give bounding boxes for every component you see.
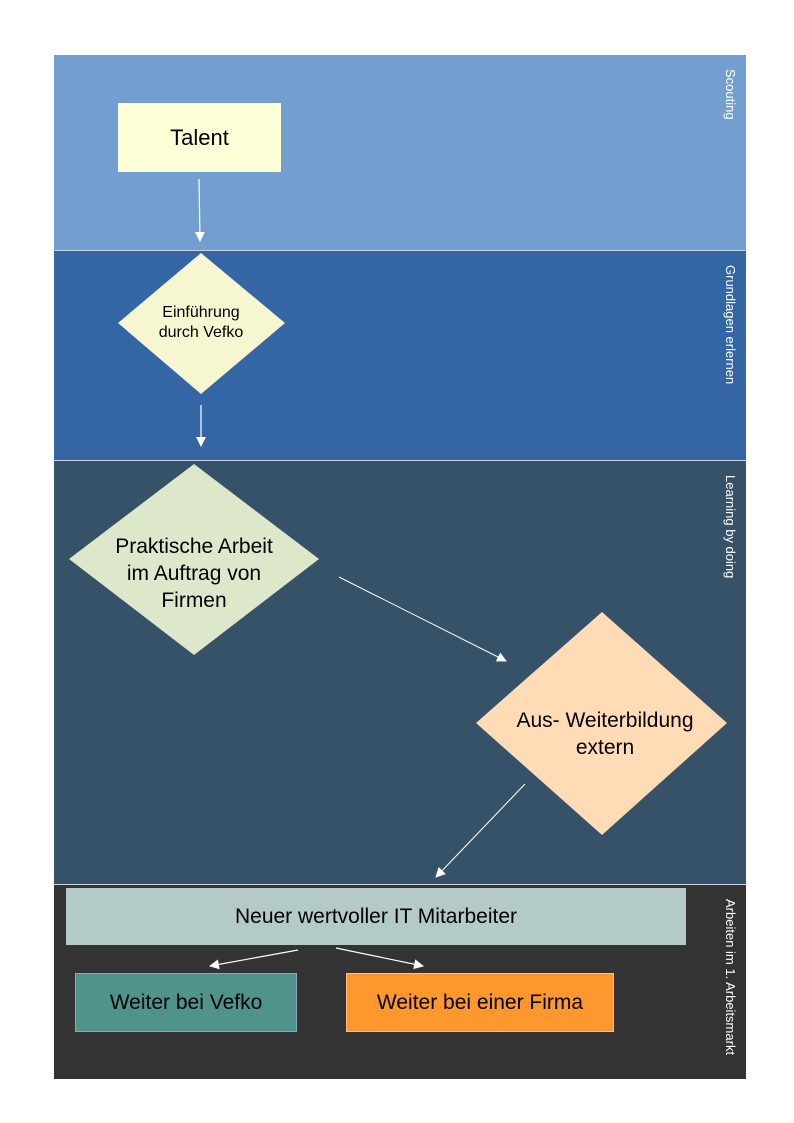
arrow-neuer-to-vefko xyxy=(209,949,299,970)
lane-label-grundlagen: Grundlagen erlernen xyxy=(720,251,742,460)
node-vefko-label: Weiter bei Vefko xyxy=(109,990,263,1014)
diamond-praktische-arbeit[interactable] xyxy=(69,464,319,655)
arrow-praktische-to-weiterbildung xyxy=(338,576,507,662)
node-firma-label: Weiter bei einer Firma xyxy=(376,990,584,1014)
node-weiter-bei-vefko[interactable]: Weiter bei Vefko xyxy=(75,973,297,1032)
node-weiterbildung-line1: Aus- Weiterbildung xyxy=(516,709,694,732)
node-talent-label: Talent xyxy=(170,124,229,150)
node-praktische-text: Praktische Arbeit im Auftrag von Firmen xyxy=(84,530,304,616)
node-talent[interactable]: Talent xyxy=(118,103,281,172)
node-einfuehrung-text: Einführung durch Vefko xyxy=(128,290,274,356)
node-weiter-bei-firma[interactable]: Weiter bei einer Firma xyxy=(346,973,614,1032)
node-neuer-label: Neuer wertvoller IT Mitarbeiter xyxy=(234,904,518,928)
lane-label-text: Grundlagen erlernen xyxy=(723,265,738,385)
lane-label-arbeitsmarkt: Arbeiten im 1. Arbeitsmarkt xyxy=(720,885,742,1079)
arrow-neuer-to-firma xyxy=(335,947,424,970)
lane-label-text: Learning by doing xyxy=(723,475,738,579)
diamond-einfuehrung[interactable] xyxy=(118,253,285,394)
arrow-weiterbildung-to-neuer xyxy=(435,783,526,878)
node-einfuehrung-line2: durch Vefko xyxy=(158,324,244,341)
lane-divider xyxy=(54,250,746,251)
node-weiterbildung-text: Aus- Weiterbildung extern xyxy=(490,704,720,764)
lane-label-text: Arbeiten im 1. Arbeitsmarkt xyxy=(723,899,738,1056)
diamond-weiterbildung[interactable] xyxy=(476,612,727,835)
lane-divider xyxy=(54,884,746,885)
node-weiterbildung-line2: extern xyxy=(575,736,635,759)
lane-label-text: Scouting xyxy=(723,69,738,120)
arrow-talent-to-einfuehrung xyxy=(194,178,205,242)
node-praktische-line2: im Auftrag von xyxy=(126,561,262,585)
node-einfuehrung-line1: Einführung xyxy=(162,304,240,321)
lane-divider xyxy=(54,460,746,461)
lane-label-scouting: Scouting xyxy=(720,55,742,250)
node-neuer-mitarbeiter[interactable]: Neuer wertvoller IT Mitarbeiter xyxy=(66,888,686,945)
node-praktische-line1: Praktische Arbeit xyxy=(115,534,273,558)
lane-label-learning: Learning by doing xyxy=(720,461,742,884)
node-praktische-line3: Firmen xyxy=(161,588,227,612)
